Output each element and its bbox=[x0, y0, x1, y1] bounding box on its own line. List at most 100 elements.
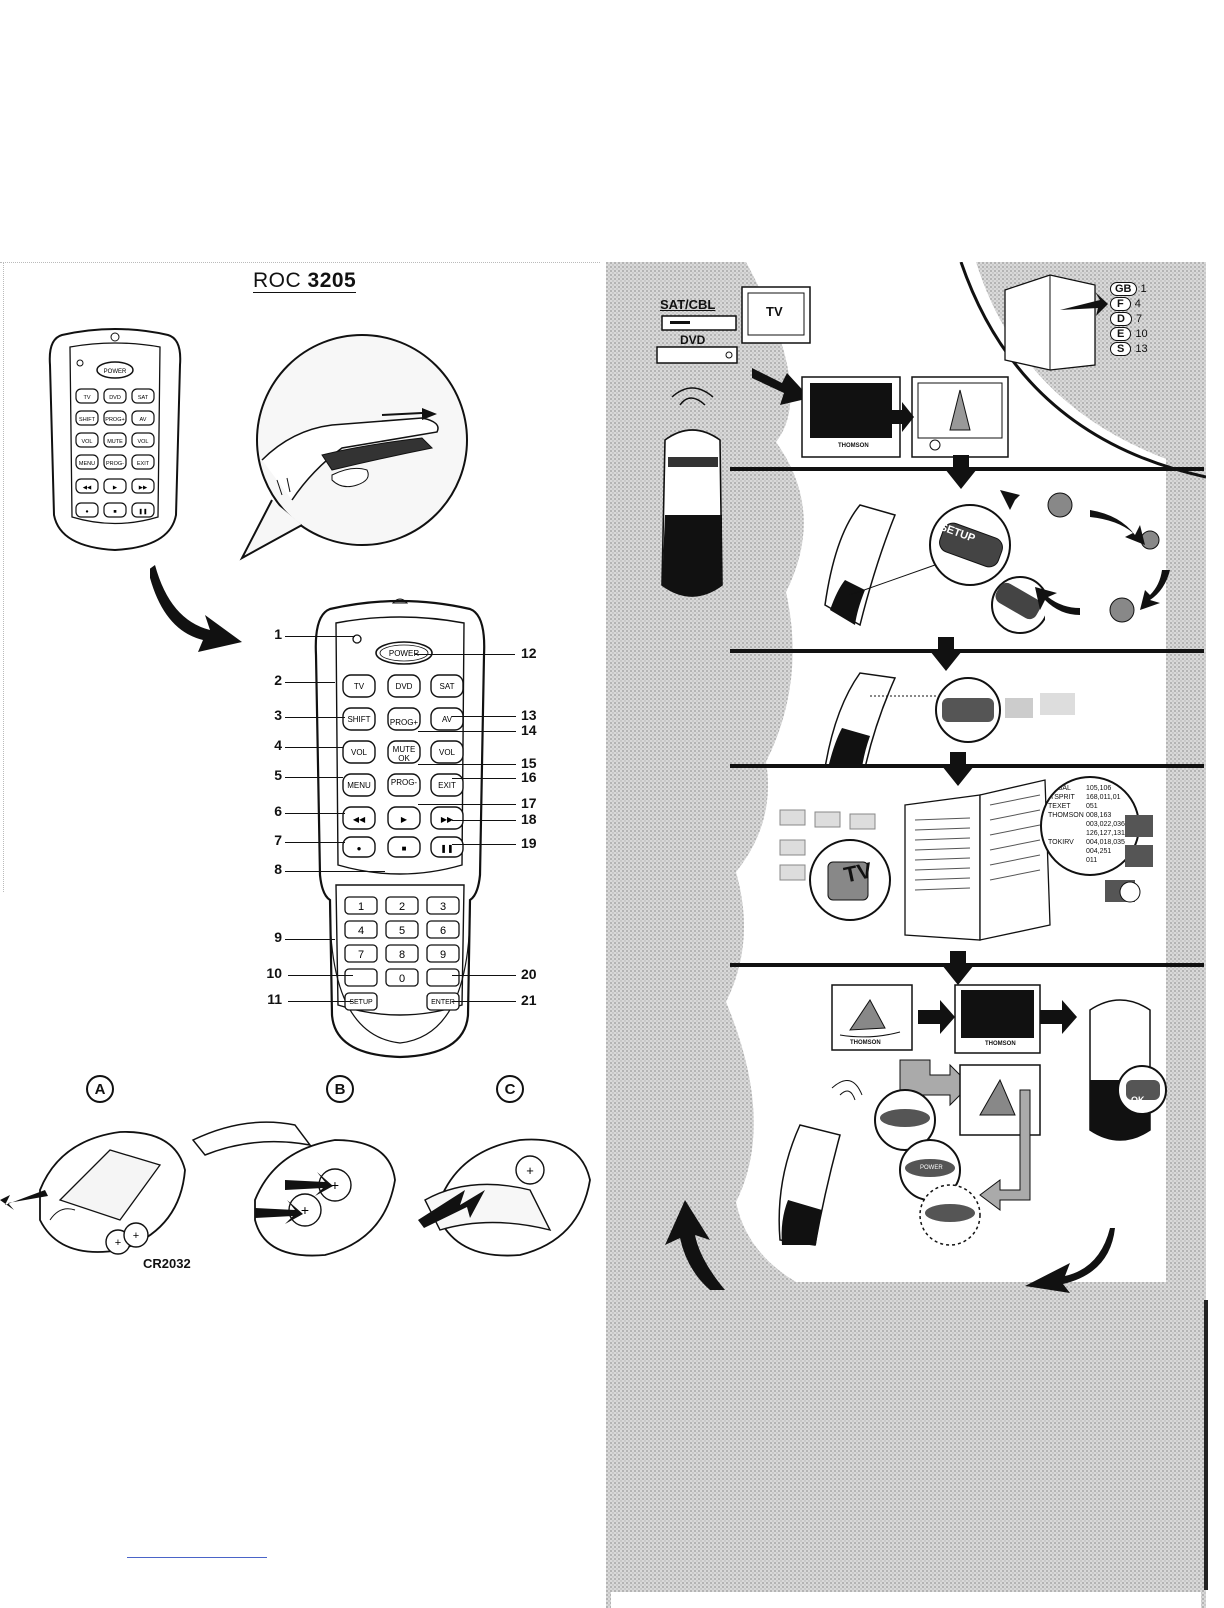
callout-3: 3 bbox=[274, 707, 282, 723]
keypad-press-illustration bbox=[779, 809, 891, 921]
setup-press-illustration bbox=[824, 504, 1045, 634]
leader-14 bbox=[418, 731, 516, 732]
leader-10 bbox=[288, 975, 353, 976]
code-row: 003,022,0361 bbox=[1048, 820, 1138, 829]
svg-text:MENU: MENU bbox=[347, 781, 371, 790]
slide-open-illustration bbox=[239, 334, 468, 561]
svg-text:AV: AV bbox=[442, 715, 453, 724]
ok-key-label: OK bbox=[1131, 1095, 1145, 1105]
digit-key-label: 9 bbox=[440, 949, 446, 961]
power-key-repeat-illustration bbox=[778, 1080, 1031, 1246]
code-values: 004,018,035 bbox=[1086, 839, 1125, 846]
svg-text:DVD: DVD bbox=[396, 682, 413, 691]
callout-6: 6 bbox=[274, 803, 282, 819]
tv-on-sequence bbox=[801, 376, 1009, 458]
callout-1: 1 bbox=[274, 626, 282, 642]
digit-key-label: 2 bbox=[399, 901, 405, 913]
digit-key-label: 1 bbox=[358, 901, 364, 913]
svg-text:OK: OK bbox=[398, 754, 410, 763]
callout-20: 20 bbox=[521, 966, 537, 982]
code-booklet-illustration bbox=[904, 779, 1051, 941]
leader-21 bbox=[452, 1001, 516, 1002]
model-title: ROC 3205 bbox=[253, 269, 357, 293]
callout-17: 17 bbox=[521, 795, 537, 811]
svg-text:+: + bbox=[115, 1237, 121, 1249]
callout-19: 19 bbox=[521, 835, 537, 851]
svg-text:PROG-: PROG- bbox=[106, 461, 124, 467]
leader-17 bbox=[418, 804, 516, 805]
leader-15 bbox=[418, 764, 516, 765]
svg-text:VOL: VOL bbox=[351, 748, 368, 757]
callout-21: 21 bbox=[521, 992, 537, 1008]
svg-text:+: + bbox=[331, 1177, 339, 1193]
small-remote-illustration: POWER TV DVD SAT SHIFT PROG+ AV VOL MUTE… bbox=[48, 328, 182, 552]
svg-text:+: + bbox=[301, 1202, 309, 1218]
tv-brand-label: THOMSON bbox=[838, 443, 869, 449]
section-divider-top bbox=[0, 262, 600, 264]
arrow-down-icon bbox=[942, 752, 974, 786]
leader-5 bbox=[285, 777, 343, 778]
callout-7: 7 bbox=[274, 832, 282, 848]
leader-16 bbox=[452, 778, 516, 779]
leader-6 bbox=[285, 813, 345, 814]
footer-underline bbox=[127, 1557, 267, 1558]
svg-text:SAT: SAT bbox=[440, 682, 455, 691]
leader-7 bbox=[285, 842, 345, 843]
leader-12 bbox=[415, 654, 515, 655]
leader-9 bbox=[285, 939, 335, 940]
arrow-down-icon bbox=[930, 637, 962, 671]
svg-text:●: ● bbox=[85, 509, 88, 515]
svg-text:TV: TV bbox=[354, 682, 365, 691]
dvd-player-icon bbox=[656, 346, 738, 364]
model-number: 3205 bbox=[307, 269, 357, 292]
svg-text:EXIT: EXIT bbox=[438, 781, 456, 790]
device-key-press-illustration bbox=[824, 672, 1075, 768]
callout-14: 14 bbox=[521, 722, 537, 738]
battery-type-label: CR2032 bbox=[143, 1256, 191, 1271]
left-margin-dots bbox=[3, 262, 5, 892]
svg-text:◀◀: ◀◀ bbox=[353, 815, 366, 824]
keypad-right-illustration bbox=[1105, 815, 1153, 903]
digit-key-label: 0 bbox=[399, 973, 405, 985]
svg-text:SETUP: SETUP bbox=[349, 999, 373, 1006]
tv-device-icon bbox=[741, 286, 811, 344]
callout-8: 8 bbox=[274, 861, 282, 877]
svg-text:■: ■ bbox=[113, 509, 116, 515]
step-divider-2 bbox=[730, 649, 1204, 653]
leader-4 bbox=[285, 747, 343, 748]
return-arrow-up-icon bbox=[665, 1200, 725, 1290]
svg-text:+: + bbox=[133, 1230, 139, 1242]
leader-13 bbox=[452, 716, 516, 717]
step-c-label: C bbox=[496, 1075, 524, 1103]
svg-text:■: ■ bbox=[402, 844, 407, 853]
svg-text:●: ● bbox=[357, 844, 362, 853]
code-values: 051 bbox=[1086, 803, 1098, 810]
leader-2 bbox=[285, 682, 335, 683]
curved-arrow-down-icon bbox=[150, 565, 242, 652]
svg-text:AV: AV bbox=[140, 417, 147, 423]
svg-text:MENU: MENU bbox=[79, 461, 95, 467]
callout-4: 4 bbox=[274, 737, 282, 753]
led-blink-cycle bbox=[1000, 490, 1170, 623]
code-values: 168,011,01 bbox=[1086, 794, 1121, 801]
callout-13: 13 bbox=[521, 707, 537, 723]
code-row: 004,251 bbox=[1048, 847, 1138, 856]
callout-9: 9 bbox=[274, 929, 282, 945]
tv-brand-label-3: THOMSON bbox=[985, 1041, 1016, 1047]
code-values: 004,251 bbox=[1086, 848, 1112, 855]
dvd-device-label: DVD bbox=[680, 333, 706, 347]
svg-text:SHIFT: SHIFT bbox=[79, 417, 96, 423]
callout-18: 18 bbox=[521, 811, 537, 827]
model-prefix: ROC bbox=[253, 269, 302, 292]
callout-10: 10 bbox=[266, 965, 282, 981]
svg-text:PROG+: PROG+ bbox=[105, 417, 124, 423]
satellite-box-icon bbox=[661, 315, 737, 331]
